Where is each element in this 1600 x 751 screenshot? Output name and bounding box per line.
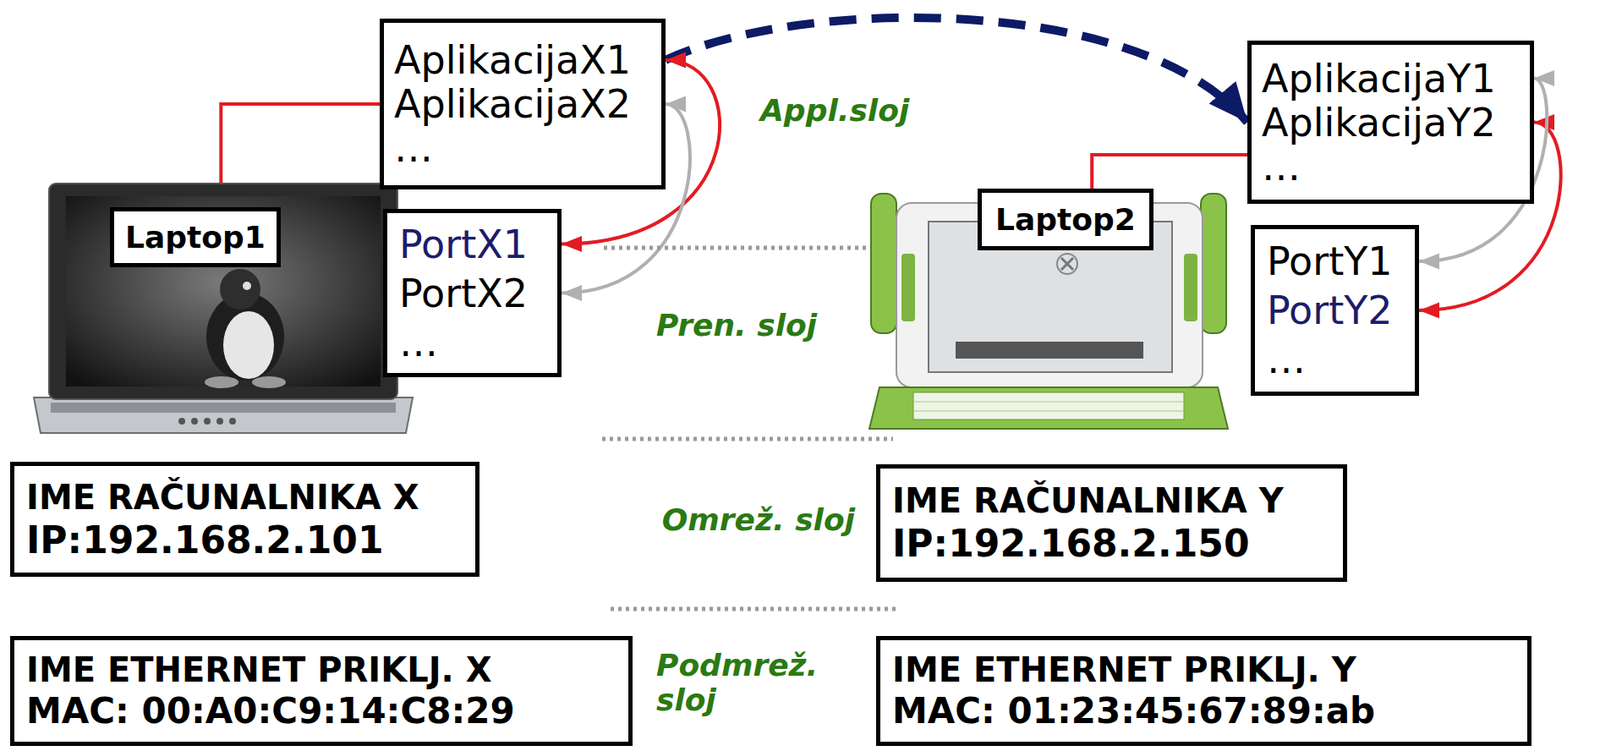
mac-address-box: IME ETHERNET PRIKLJ. XMAC: 00:A0:C9:14:C…	[10, 635, 633, 746]
computer-label: Laptop1	[109, 207, 281, 268]
node-text: IP:192.168.2.150	[892, 520, 1250, 566]
node-text: …	[1261, 144, 1301, 189]
layer-label: Omrež. sloj	[658, 502, 859, 537]
port-list: PortY1PortY2…	[1250, 224, 1420, 396]
layer-separator	[603, 246, 894, 251]
laptop1-illustration	[33, 183, 413, 433]
node-text: PortY2	[1266, 285, 1393, 335]
port-list: PortX1PortX2…	[383, 208, 562, 378]
node-text: AplikacijaY1	[1261, 56, 1496, 101]
layer-separator	[610, 607, 899, 612]
node-text: IME RAČUNALNIKA Y	[892, 480, 1284, 521]
node-text: PortX2	[399, 268, 528, 318]
node-text: AplikacijaX2	[394, 82, 631, 127]
layer-separator	[602, 437, 894, 442]
node-text: MAC: 00:A0:C9:14:C8:29	[26, 690, 516, 733]
host-address-box: IME RAČUNALNIKA XIP:192.168.2.101	[10, 461, 480, 577]
node-text: IME RAČUNALNIKA X	[26, 476, 420, 518]
host-address-box: IME RAČUNALNIKA YIP:192.168.2.150	[876, 464, 1348, 582]
peer-communication-arrow	[665, 17, 1248, 123]
link-line	[1091, 154, 1248, 189]
node-text: AplikacijaX1	[394, 38, 631, 83]
node-text: IP:192.168.2.101	[26, 517, 384, 563]
node-text: MAC: 01:23:45:67:89:ab	[892, 690, 1376, 733]
node-text: Laptop1	[125, 219, 266, 257]
node-text: AplikacijaY2	[1261, 100, 1496, 145]
node-text: …	[394, 126, 433, 170]
layer-label: Podmrež. sloj	[652, 647, 842, 718]
node-text: PortX1	[399, 219, 528, 269]
mac-address-box: IME ETHERNET PRIKLJ. YMAC: 01:23:45:67:8…	[876, 635, 1532, 746]
node-text: IME ETHERNET PRIKLJ. X	[26, 649, 493, 691]
layer-label: Pren. sloj	[652, 307, 821, 343]
application-list: AplikacijaY1AplikacijaY2…	[1247, 40, 1535, 204]
application-list: AplikacijaX1AplikacijaX2…	[379, 18, 666, 190]
node-text: Laptop2	[995, 201, 1136, 239]
node-text: …	[1266, 334, 1306, 384]
laptop2-illustration	[869, 193, 1228, 429]
node-text: …	[399, 317, 439, 368]
node-text: IME ETHERNET PRIKLJ. Y	[892, 649, 1357, 691]
node-text: PortY1	[1266, 236, 1393, 286]
computer-label: Laptop2	[977, 188, 1154, 251]
layer-label: Appl.sloj	[756, 93, 913, 128]
